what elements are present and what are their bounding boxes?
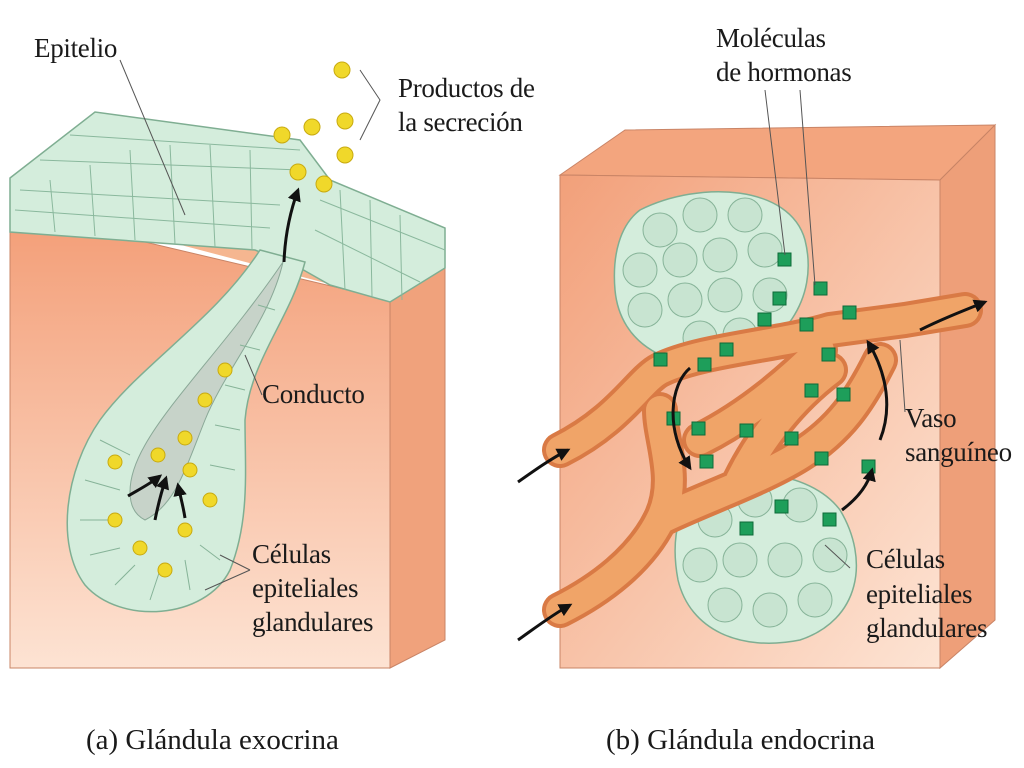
label-hormone-molecules-line1: Moléculas xyxy=(716,23,826,53)
exocrine-leader-lines xyxy=(119,59,381,591)
label-endocrine-cells-line1: Células xyxy=(866,544,945,574)
caption-endocrine: (b) Glándula endocrina xyxy=(606,724,875,756)
caption-exocrine: (a) Glándula exocrina xyxy=(86,724,339,756)
label-endocrine-cells-line2: epiteliales xyxy=(866,579,973,609)
gland-cell-outlines xyxy=(80,304,276,601)
label-duct: Conducto xyxy=(262,379,365,409)
endocrine-gland xyxy=(517,89,997,670)
label-secretion-products-line1: Productos de xyxy=(398,73,535,103)
blood-vessel-network xyxy=(542,292,983,628)
label-exocrine-cells-line2: epiteliales xyxy=(252,573,359,603)
epithelium-layer xyxy=(9,111,446,303)
exocrine-flow-arrows xyxy=(127,187,301,521)
label-secretion-products-line2: la secreción xyxy=(398,107,523,137)
epithelium-cell-grid xyxy=(14,134,446,301)
label-endocrine-cells-line3: glandulares xyxy=(866,613,988,643)
endocrine-tissue-top xyxy=(558,124,997,181)
label-epithelium: Epitelio xyxy=(34,33,118,63)
endocrine-flow-arrows xyxy=(517,299,988,642)
endocrine-leader-lines xyxy=(764,89,906,569)
exocrine-gland xyxy=(9,59,446,669)
label-exocrine-cells-line1: Células xyxy=(252,539,331,569)
endocrine-tissue-side xyxy=(939,123,996,670)
label-exocrine-cells-line3: glandulares xyxy=(252,607,374,637)
exocrine-tissue-side xyxy=(389,267,446,669)
label-blood-vessel-line1: Vaso xyxy=(905,403,957,433)
secretion-particles xyxy=(107,61,354,578)
label-blood-vessel-line2: sanguíneo xyxy=(905,437,1012,467)
gland-lumen xyxy=(129,261,284,521)
label-hormone-molecules-line2: de hormonas xyxy=(716,57,852,87)
